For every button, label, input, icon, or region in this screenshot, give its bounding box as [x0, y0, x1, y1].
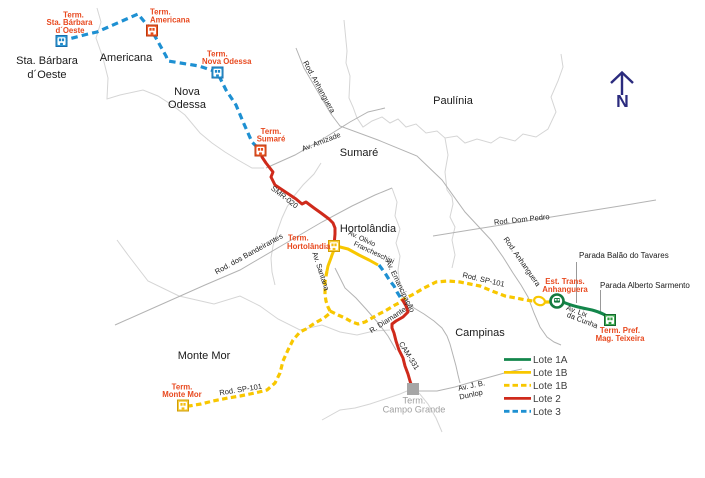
svg-text:Nova: Nova — [174, 86, 201, 98]
svg-text:Sta. Bárbara: Sta. Bárbara — [47, 18, 94, 27]
svg-text:Americana: Americana — [150, 15, 191, 24]
svg-text:Monte Mor: Monte Mor — [162, 390, 201, 399]
svg-text:Term.: Term. — [261, 127, 282, 136]
svg-text:Lote 1B: Lote 1B — [533, 381, 568, 392]
svg-text:Lote 3: Lote 3 — [533, 407, 561, 418]
svg-text:N: N — [616, 91, 629, 111]
svg-text:Lote 1A: Lote 1A — [533, 355, 568, 366]
svg-text:Sumaré: Sumaré — [257, 135, 286, 144]
svg-text:Anhanguera: Anhanguera — [542, 285, 588, 294]
svg-text:Lote 2: Lote 2 — [533, 394, 561, 405]
svg-text:Est. Trans.: Est. Trans. — [545, 277, 584, 286]
svg-text:Term.: Term. — [63, 10, 84, 19]
svg-text:Lote 1B: Lote 1B — [533, 368, 568, 379]
svg-text:Odessa: Odessa — [168, 99, 207, 111]
svg-text:d´Oeste: d´Oeste — [55, 26, 85, 35]
svg-text:Term.: Term. — [403, 396, 426, 406]
svg-text:Term.: Term. — [172, 383, 193, 392]
svg-text:Parada Alberto Sarmento: Parada Alberto Sarmento — [600, 281, 690, 290]
svg-text:Hortolândia: Hortolândia — [287, 242, 331, 251]
svg-text:Hortolândia: Hortolândia — [340, 223, 397, 235]
svg-text:Term.: Term. — [150, 8, 171, 17]
svg-text:Campinas: Campinas — [455, 327, 505, 339]
svg-text:Term.: Term. — [288, 234, 309, 243]
svg-text:Campo Grande: Campo Grande — [383, 405, 446, 415]
svg-text:Paulínia: Paulínia — [433, 95, 474, 107]
svg-text:Americana: Americana — [100, 52, 153, 64]
svg-text:Nova Odessa: Nova Odessa — [202, 57, 252, 66]
svg-text:Parada Balão do Tavares: Parada Balão do Tavares — [579, 251, 669, 260]
svg-text:Mag. Teixeira: Mag. Teixeira — [596, 334, 645, 343]
svg-text:Monte Mor: Monte Mor — [178, 350, 231, 362]
svg-text:Term. Pref.: Term. Pref. — [600, 326, 640, 335]
svg-text:Term.: Term. — [207, 50, 228, 59]
svg-text:Sumaré: Sumaré — [340, 147, 379, 159]
svg-text:Sta. Bárbara: Sta. Bárbara — [16, 55, 79, 67]
svg-text:d´Oeste: d´Oeste — [27, 69, 66, 81]
